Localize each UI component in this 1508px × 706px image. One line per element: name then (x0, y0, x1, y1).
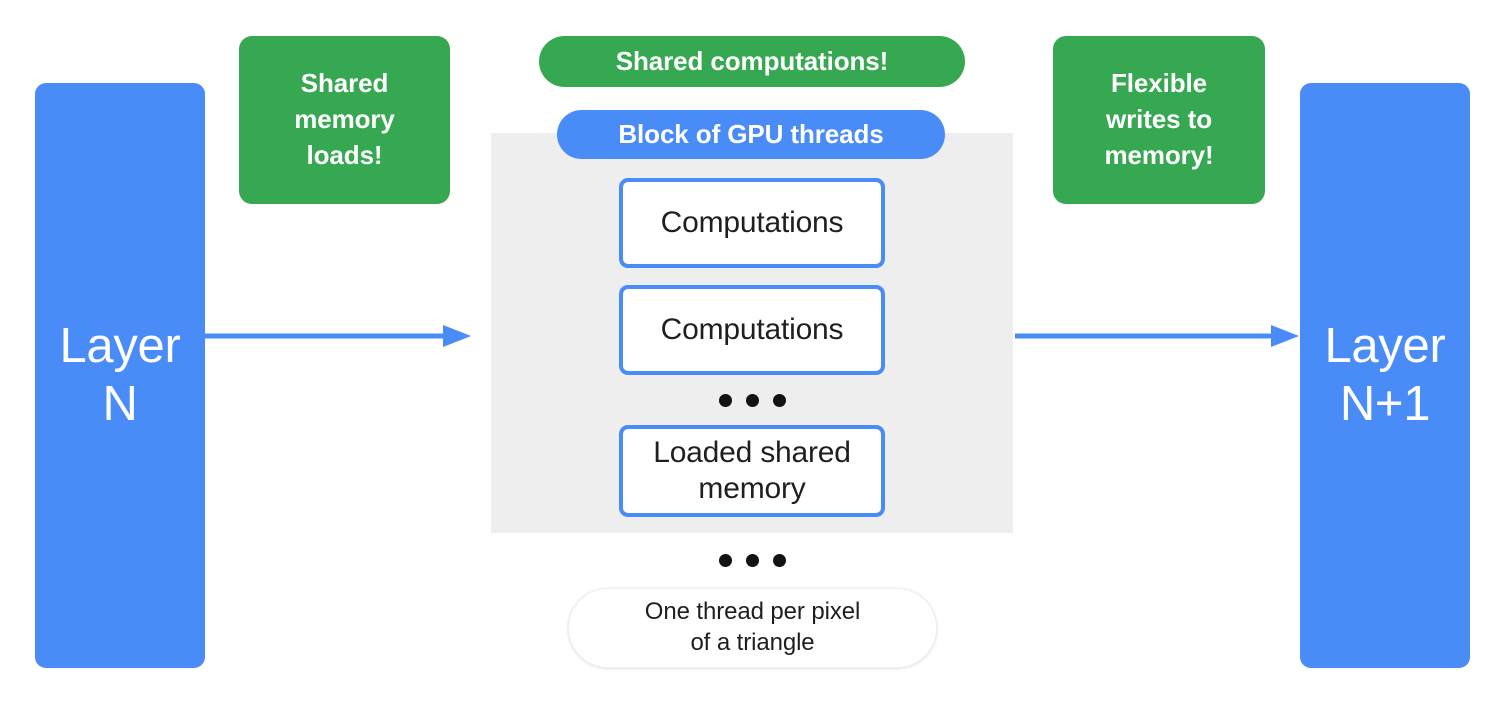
ellipsis-outer (719, 554, 786, 567)
thread-box-computations-1: Computations (619, 178, 885, 268)
ellipsis-dot-icon (773, 394, 786, 407)
layer-n-plus-1-block: Layer N+1 (1300, 83, 1470, 668)
pill-shared-computations: Shared computations! (539, 36, 965, 87)
pill-block-of-gpu-threads: Block of GPU threads (557, 110, 945, 159)
callout-shared-memory-loads: Shared memory loads! (239, 36, 450, 204)
ellipsis-dot-icon (746, 394, 759, 407)
thread-box-loaded-shared-memory: Loaded shared memory (619, 425, 885, 517)
ellipsis-dot-icon (773, 554, 786, 567)
layer-n-block: Layer N (35, 83, 205, 668)
ellipsis-dot-icon (719, 394, 732, 407)
ellipsis-inner (719, 394, 786, 407)
arrow-block-to-output (1015, 325, 1299, 347)
thread-box-computations-2: Computations (619, 285, 885, 375)
ellipsis-dot-icon (719, 554, 732, 567)
arrow-input-to-block (205, 325, 471, 347)
ellipsis-dot-icon (746, 554, 759, 567)
callout-flexible-writes-to-memory: Flexible writes to memory! (1053, 36, 1265, 204)
caption-one-thread-per-pixel: One thread per pixel of a triangle (568, 588, 937, 668)
